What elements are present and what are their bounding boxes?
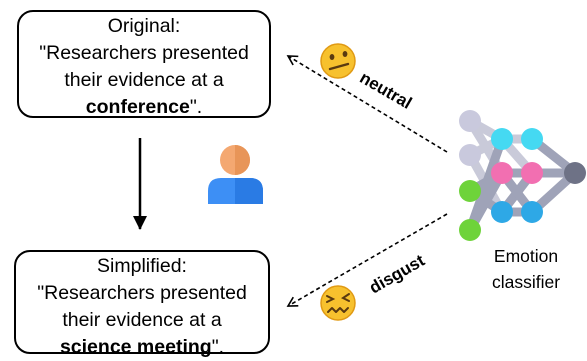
neutral-face-emoji <box>320 43 356 79</box>
confounded-face-emoji <box>320 285 356 321</box>
classifier-label-line-2: classifier <box>491 272 561 292</box>
simplified-end: ". <box>211 336 225 358</box>
original-heading: Original: <box>107 15 181 37</box>
person-icon <box>208 145 263 204</box>
original-line-1: "Researchers presented <box>39 42 249 64</box>
simplified-heading: Simplified: <box>97 255 187 277</box>
original-sentence-box: Original: "Researchers presented their e… <box>17 10 271 118</box>
simplified-line-1: "Researchers presented <box>37 282 247 304</box>
original-end: ". <box>189 96 203 118</box>
simplified-line-3: science meeting". <box>16 334 268 361</box>
simplified-sentence-box: Simplified: "Researchers presented their… <box>14 250 270 358</box>
original-line-3: conference". <box>19 94 269 121</box>
classifier-label: Emotion classifier <box>470 243 582 295</box>
simplified-highlight: science meeting <box>59 336 212 358</box>
classifier-label-line-1: Emotion <box>493 246 559 266</box>
original-line-2: their evidence at a <box>64 69 224 91</box>
original-highlight: conference <box>85 96 190 118</box>
neural-network-icon <box>459 110 586 241</box>
simplified-line-2: their evidence at a <box>62 309 222 331</box>
disgust-arrow <box>286 213 448 307</box>
neutral-arrow <box>286 55 448 153</box>
